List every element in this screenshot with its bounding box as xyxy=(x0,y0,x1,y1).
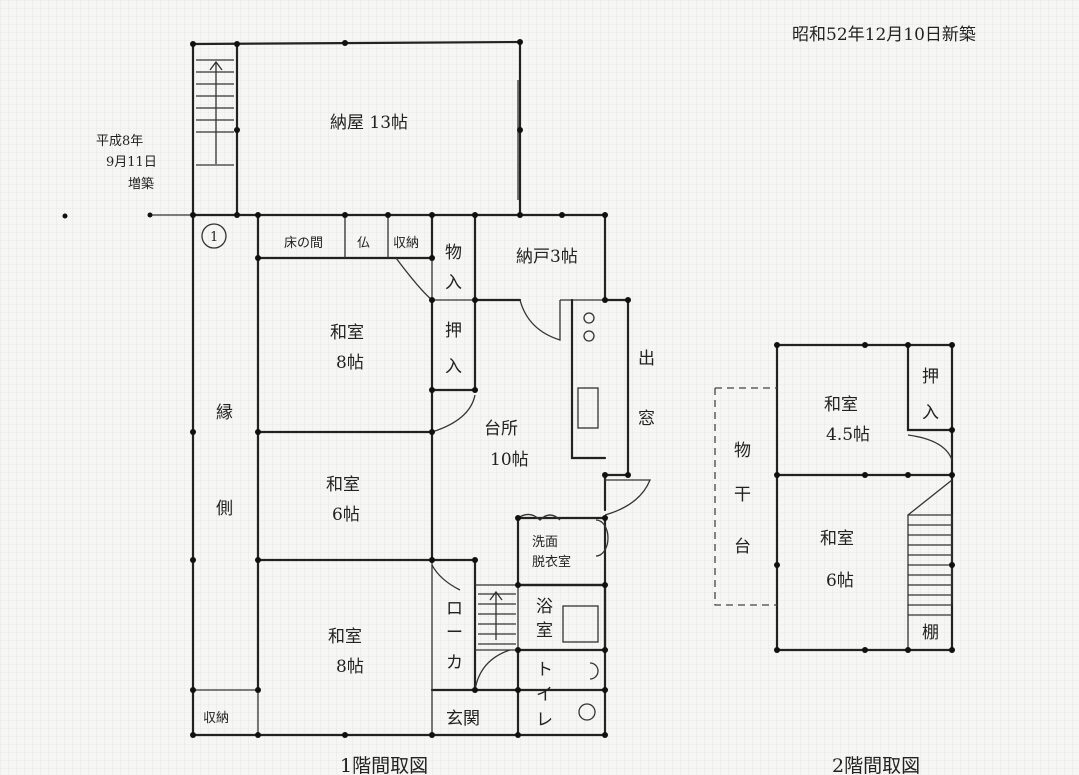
f2-washitsu2-size: 6帖 xyxy=(826,571,854,591)
washitsu1-label: 和室 xyxy=(330,323,364,343)
butsudan-label: 仏 xyxy=(357,236,370,251)
storage-bottom-label: 収納 xyxy=(203,711,229,726)
main-house-walls xyxy=(62,39,651,738)
storage-top-label: 収納 xyxy=(393,236,419,251)
extension-note-line3: 増築 xyxy=(128,177,154,192)
toilet-label-2: イ xyxy=(536,685,553,705)
f2-washitsu1-label: 和室 xyxy=(824,395,858,415)
washitsu3-label: 和室 xyxy=(328,627,362,647)
senmen-label: 洗面 xyxy=(532,535,558,550)
washitsu3-size: 8帖 xyxy=(336,657,364,677)
datsui-label: 脱衣室 xyxy=(532,554,571,570)
kitchen-label: 台所 xyxy=(484,419,518,439)
f2-oshiire-label-a: 押 xyxy=(922,367,939,387)
nando-label: 納戸3帖 xyxy=(516,247,578,267)
floor1-posts xyxy=(62,39,631,738)
monohoshi-label-3: 台 xyxy=(734,537,751,557)
floor2-title: 2階間取図 xyxy=(832,755,920,775)
monohoshi-label-2: 干 xyxy=(734,485,751,505)
floor1-stairs xyxy=(478,590,516,645)
f2-washitsu2-label: 和室 xyxy=(820,529,854,549)
washitsu1-size: 8帖 xyxy=(336,353,364,373)
yokushitsu-label-a: 浴 xyxy=(536,597,553,617)
mono-label-a: 物 xyxy=(445,243,462,263)
tana-label: 棚 xyxy=(922,623,939,643)
roka-label-1: ロ xyxy=(446,599,463,619)
naya-label: 納屋 13帖 xyxy=(330,113,408,133)
tokonoma-label: 床の間 xyxy=(284,236,323,251)
naya-stairs xyxy=(196,59,234,166)
f2-washitsu1-size: 4.5帖 xyxy=(826,425,870,445)
construction-date-note: 昭和52年12月10日新築 xyxy=(792,25,976,45)
washitsu2-label: 和室 xyxy=(326,475,360,495)
genkan-label: 玄関 xyxy=(446,709,480,729)
roka-label-2: ー xyxy=(446,623,463,643)
extension-note-line1: 平成8年 xyxy=(96,134,143,149)
roka-label-3: カ xyxy=(446,653,463,673)
floor2-stairs xyxy=(907,479,953,606)
oshiire-label-a: 押 xyxy=(445,321,462,341)
engawa-label-b: 側 xyxy=(216,499,233,519)
yokushitsu-label-b: 室 xyxy=(536,621,553,641)
engawa-label-a: 縁 xyxy=(216,403,233,423)
demado-label-a: 出 xyxy=(638,349,655,369)
kitchen-size: 10帖 xyxy=(490,450,529,470)
column-marker: 1 xyxy=(210,230,218,245)
floor1-title: 1階間取図 xyxy=(340,755,428,775)
floor1-plan: 納屋 13帖 1 床の間 仏 収納 物 入 納戸3帖 和室 8帖 押 入 縁 側… xyxy=(62,39,655,775)
f2-oshiire-label-b: 入 xyxy=(922,403,939,423)
washitsu2-size: 6帖 xyxy=(332,505,360,525)
floor2-posts xyxy=(774,342,955,653)
oshiire-label-b: 入 xyxy=(445,357,462,377)
toilet-label-1: ト xyxy=(536,660,553,680)
toilet-label-3: レ xyxy=(536,710,553,730)
monohoshi-label-1: 物 xyxy=(734,441,751,461)
mono-label-b: 入 xyxy=(445,273,462,293)
floor2-plan: 和室 4.5帖 押 入 物 干 台 和室 6帖 棚 2階間取図 xyxy=(714,342,955,775)
demado-label-b: 窓 xyxy=(638,409,655,429)
extension-note-line2: 9月11日 xyxy=(106,155,157,170)
